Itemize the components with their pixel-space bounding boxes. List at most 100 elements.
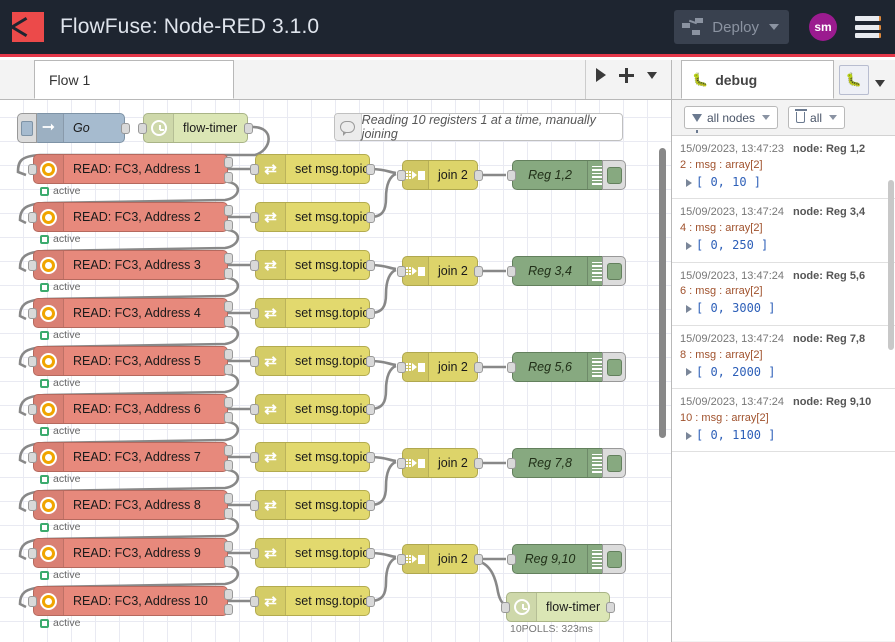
input-port[interactable] [28,500,37,511]
input-port[interactable] [250,356,259,367]
debug-message-value-row[interactable]: [ 0, 10 ] [680,174,887,191]
debug-panel-button[interactable]: 🐛 [839,65,869,95]
debug-message-value-row[interactable]: [ 0, 1100 ] [680,427,887,444]
input-port[interactable] [28,548,37,559]
filter-nodes-button[interactable]: all nodes [684,106,778,129]
timer-node-bottom[interactable]: flow-timer [506,592,610,622]
avatar[interactable]: sm [809,13,837,41]
read-node[interactable]: READ: FC3, Address 2 [33,202,228,232]
input-port[interactable] [250,452,259,463]
debug-message-value-row[interactable]: [ 0, 250 ] [680,237,887,254]
expand-arrow-icon[interactable] [686,432,692,440]
input-port[interactable] [397,170,406,181]
debug-message[interactable]: 15/09/2023, 13:47:23node: Reg 1,22 : msg… [672,136,895,199]
debug-node[interactable]: Reg 3,4 [512,256,608,286]
input-port[interactable] [507,554,516,565]
input-port[interactable] [138,123,147,134]
input-port[interactable] [28,452,37,463]
change-node[interactable]: ⇄set msg.topic [255,154,370,184]
read-node[interactable]: READ: FC3, Address 4 [33,298,228,328]
input-port[interactable] [28,212,37,223]
input-port[interactable] [250,164,259,175]
debug-node[interactable]: Reg 1,2 [512,160,608,190]
join-node[interactable]: join 2 [402,448,478,478]
output-port-1[interactable] [224,397,233,408]
read-node[interactable]: READ: FC3, Address 9 [33,538,228,568]
output-port[interactable] [474,458,483,469]
debug-message[interactable]: 15/09/2023, 13:47:24node: Reg 9,1010 : m… [672,389,895,452]
input-port[interactable] [250,260,259,271]
output-port-2[interactable] [224,364,233,375]
inject-trigger-button[interactable] [17,113,37,143]
flow-canvas[interactable]: Reading 10 registers 1 at a time, manual… [0,100,671,642]
join-node[interactable]: join 2 [402,544,478,574]
expand-arrow-icon[interactable] [686,305,692,313]
input-port[interactable] [28,164,37,175]
output-port[interactable] [474,266,483,277]
output-port[interactable] [366,404,375,415]
output-port[interactable] [366,500,375,511]
input-port[interactable] [28,308,37,319]
change-node[interactable]: ⇄set msg.topic [255,538,370,568]
output-port[interactable] [366,308,375,319]
output-port-1[interactable] [224,205,233,216]
output-port-2[interactable] [224,604,233,615]
input-port[interactable] [397,554,406,565]
input-port[interactable] [28,356,37,367]
debug-enable-toggle[interactable] [602,544,626,574]
output-port[interactable] [366,356,375,367]
output-port[interactable] [474,554,483,565]
input-port[interactable] [507,362,516,373]
output-port[interactable] [366,452,375,463]
change-node[interactable]: ⇄set msg.topic [255,394,370,424]
output-port[interactable] [366,164,375,175]
canvas-vertical-scrollbar[interactable] [659,148,666,438]
comment-node[interactable]: Reading 10 registers 1 at a time, manual… [334,113,623,141]
input-port[interactable] [28,596,37,607]
debug-enable-toggle[interactable] [602,448,626,478]
expand-arrow-icon[interactable] [686,242,692,250]
change-node[interactable]: ⇄set msg.topic [255,490,370,520]
debug-message[interactable]: 15/09/2023, 13:47:24node: Reg 5,66 : msg… [672,263,895,326]
input-port[interactable] [250,212,259,223]
expand-arrow-icon[interactable] [686,179,692,187]
deploy-button[interactable]: Deploy [674,10,789,44]
expand-arrow-icon[interactable] [686,368,692,376]
output-port[interactable] [474,170,483,181]
tab-debug[interactable]: 🐛 debug [681,60,834,99]
input-port[interactable] [250,548,259,559]
output-port-1[interactable] [224,589,233,600]
output-port-1[interactable] [224,541,233,552]
output-port[interactable] [366,260,375,271]
debug-message-value-row[interactable]: [ 0, 2000 ] [680,364,887,381]
output-port-1[interactable] [224,349,233,360]
input-port[interactable] [250,596,259,607]
output-port-2[interactable] [224,412,233,423]
change-node[interactable]: ⇄set msg.topic [255,298,370,328]
debug-node[interactable]: Reg 5,6 [512,352,608,382]
output-port-2[interactable] [224,268,233,279]
chevron-down-icon[interactable] [647,72,657,79]
change-node[interactable]: ⇄set msg.topic [255,442,370,472]
output-port-1[interactable] [224,301,233,312]
input-port[interactable] [501,602,510,613]
output-port-1[interactable] [224,493,233,504]
output-port[interactable] [366,596,375,607]
input-port[interactable] [397,458,406,469]
read-node[interactable]: READ: FC3, Address 1 [33,154,228,184]
output-port[interactable] [366,212,375,223]
output-port-2[interactable] [224,556,233,567]
join-node[interactable]: join 2 [402,352,478,382]
input-port[interactable] [250,308,259,319]
input-port[interactable] [397,266,406,277]
debug-enable-toggle[interactable] [602,352,626,382]
inject-node-go[interactable]: ➞ Go [33,113,125,143]
input-port[interactable] [250,500,259,511]
input-port[interactable] [507,458,516,469]
input-port[interactable] [507,266,516,277]
output-port-1[interactable] [224,445,233,456]
output-port[interactable] [606,602,615,613]
input-port[interactable] [28,404,37,415]
output-port[interactable] [244,123,253,134]
debug-enable-toggle[interactable] [602,256,626,286]
